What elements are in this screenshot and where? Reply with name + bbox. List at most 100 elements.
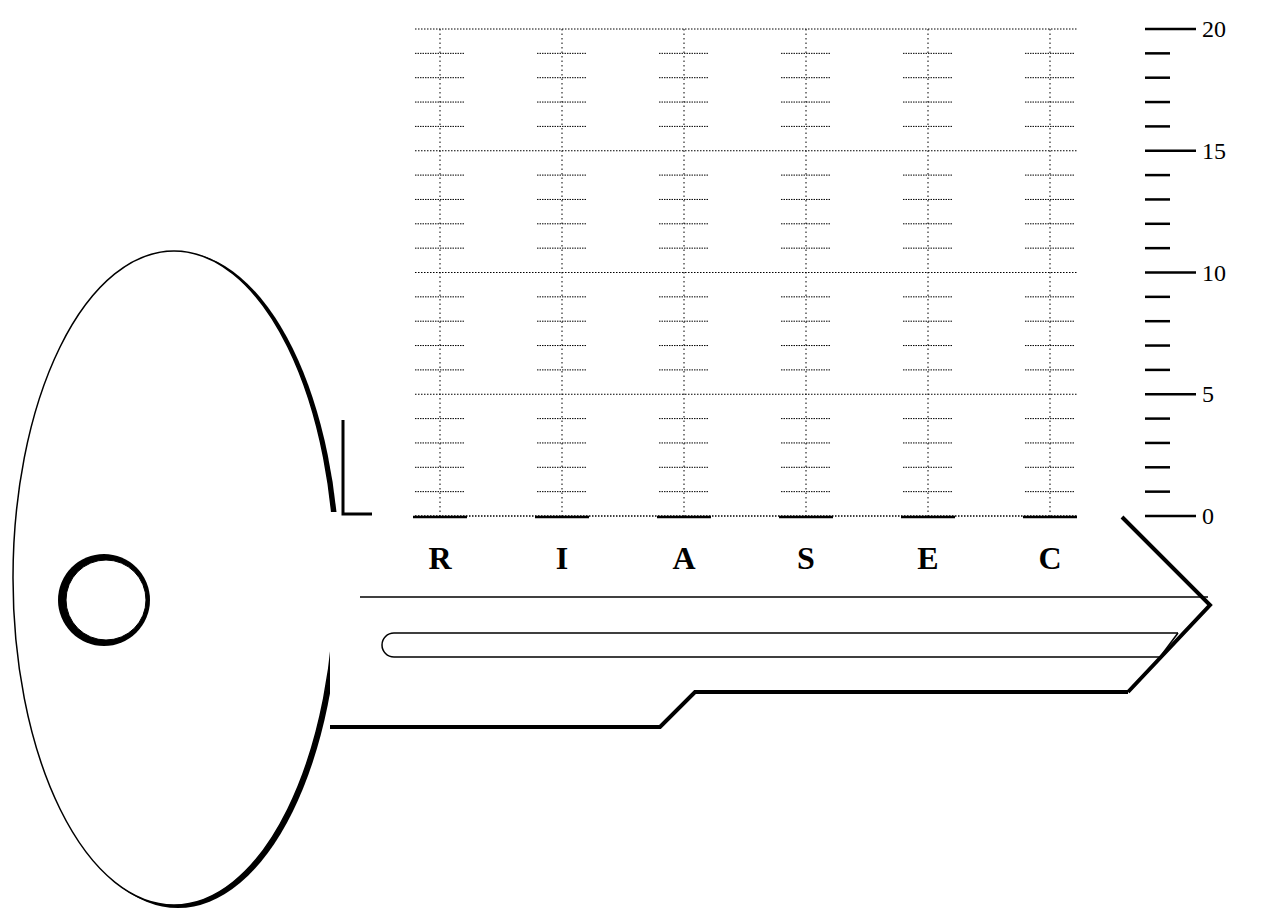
grid-tick <box>781 467 831 468</box>
grid-tick <box>781 321 831 322</box>
grid-tick <box>781 223 831 224</box>
grid-tick <box>1025 418 1075 419</box>
grid-tick <box>903 175 953 176</box>
grid-tick <box>537 53 587 54</box>
grid-tick <box>903 223 953 224</box>
scale-tick <box>1145 442 1170 445</box>
grid-tick <box>1025 467 1075 468</box>
grid-tick <box>537 199 587 200</box>
grid-tick <box>537 345 587 346</box>
grid-tick <box>781 491 831 492</box>
grid-tick <box>1025 53 1075 54</box>
grid-tick <box>781 53 831 54</box>
grid-tick <box>903 77 953 78</box>
grid-tick <box>903 296 953 297</box>
grid-tick <box>415 345 465 346</box>
scale-tick <box>1145 223 1170 226</box>
grid-tick <box>537 467 587 468</box>
key-shaft-line <box>360 596 1208 598</box>
grid-tick <box>781 296 831 297</box>
scale-tick <box>1145 344 1170 347</box>
grid-tick <box>903 199 953 200</box>
grid-tick <box>781 175 831 176</box>
grid-tick <box>659 126 709 127</box>
grid-tick <box>1025 369 1075 370</box>
grid-line <box>415 272 1078 273</box>
grid-tick <box>659 223 709 224</box>
grid-tick <box>659 296 709 297</box>
grid-tick <box>415 442 465 443</box>
grid-tick <box>537 418 587 419</box>
grid-tick <box>415 53 465 54</box>
grid-tick <box>659 321 709 322</box>
key-hole-ring <box>58 554 150 646</box>
grid-tick <box>781 442 831 443</box>
grid-tick <box>1025 442 1075 443</box>
key-tip <box>1122 517 1210 692</box>
grid-tick <box>1025 223 1075 224</box>
grid-tick <box>659 175 709 176</box>
category-letter: A <box>672 542 695 574</box>
scale-number: 15 <box>1202 139 1226 163</box>
key-shaft <box>330 512 1210 727</box>
key-hole <box>66 560 146 640</box>
grid-line <box>415 394 1078 395</box>
scale-tick <box>1145 174 1170 177</box>
chart-grid <box>413 29 1078 517</box>
grid-tick <box>903 321 953 322</box>
category-letter: I <box>556 542 568 574</box>
grid-tick <box>903 126 953 127</box>
scale-tick <box>1145 320 1170 323</box>
grid-tick <box>781 77 831 78</box>
grid-line <box>415 29 1078 30</box>
grid-tick <box>537 369 587 370</box>
column-base <box>535 516 589 519</box>
grid-tick <box>1025 175 1075 176</box>
grid-tick <box>659 467 709 468</box>
grid-line <box>415 515 1078 517</box>
scale-number: 20 <box>1202 17 1226 41</box>
column-base <box>413 516 467 519</box>
category-letter: R <box>428 542 451 574</box>
grid-line <box>415 150 1078 151</box>
grid-tick <box>903 369 953 370</box>
grid-tick <box>415 77 465 78</box>
scale-tick <box>1145 150 1196 153</box>
grid-tick <box>781 126 831 127</box>
scale-tick <box>1145 247 1170 250</box>
grid-tick <box>537 223 587 224</box>
grid-tick <box>415 321 465 322</box>
grid-tick <box>903 418 953 419</box>
grid-tick <box>1025 199 1075 200</box>
grid-tick <box>659 248 709 249</box>
scale-tick <box>1145 271 1196 274</box>
grid-tick <box>415 223 465 224</box>
key-groove <box>382 633 1178 657</box>
grid-tick <box>781 199 831 200</box>
scale-tick <box>1145 369 1170 372</box>
scale-tick <box>1145 76 1170 79</box>
grid-tick <box>415 126 465 127</box>
grid-tick <box>1025 126 1075 127</box>
grid-tick <box>659 77 709 78</box>
grid-tick <box>537 77 587 78</box>
category-letter: E <box>917 542 938 574</box>
grid-tick <box>537 491 587 492</box>
scale-tick <box>1145 125 1170 128</box>
grid-tick <box>659 345 709 346</box>
grid-tick <box>1025 321 1075 322</box>
key-groove-end <box>1160 633 1178 657</box>
grid-tick <box>781 418 831 419</box>
scale-tick <box>1145 198 1170 201</box>
grid-tick <box>781 369 831 370</box>
scale-tick <box>1145 466 1170 469</box>
grid-tick <box>903 248 953 249</box>
scale-tick <box>1145 28 1196 31</box>
grid-tick <box>659 102 709 103</box>
scale-number: 0 <box>1202 504 1214 528</box>
grid-tick <box>415 418 465 419</box>
grid-tick <box>415 248 465 249</box>
grid-tick <box>659 369 709 370</box>
grid-tick <box>659 53 709 54</box>
